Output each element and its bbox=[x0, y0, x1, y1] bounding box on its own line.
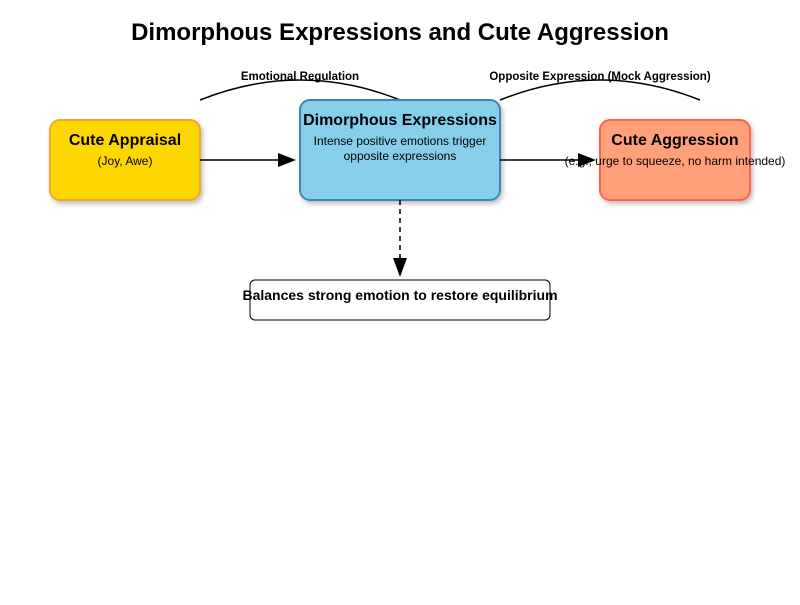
edge-label-emotional-regulation: Emotional Regulation bbox=[241, 71, 359, 83]
arrowhead-dimorphous-to-aggression bbox=[578, 153, 596, 167]
page-title: Dimorphous Expressions and Cute Aggressi… bbox=[131, 19, 669, 46]
node-cute-aggression-subtitle: (e.g., urge to squeeze, no harm intended… bbox=[565, 154, 786, 168]
node-cute-aggression-title: Cute Aggression bbox=[611, 132, 738, 149]
curve-opposite-expression bbox=[499, 79, 701, 101]
node-dimorphous-expressions-line1: Intense positive emotions trigger bbox=[314, 134, 487, 148]
node-cute-appraisal[interactable]: Cute Appraisal (Joy, Awe) bbox=[49, 119, 201, 201]
node-balance-box bbox=[249, 279, 551, 321]
node-balance[interactable]: Balances strong emotion to restore equil… bbox=[242, 279, 558, 321]
arrowhead-appraisal-to-dimorphous bbox=[278, 153, 296, 167]
node-cute-appraisal-title: Cute Appraisal bbox=[69, 132, 181, 149]
arrowhead-dimorphous-to-balance bbox=[393, 258, 407, 277]
node-cute-appraisal-subtitle: (Joy, Awe) bbox=[98, 154, 153, 168]
node-cute-aggression[interactable]: Cute Aggression bbox=[599, 119, 751, 201]
node-dimorphous-expressions-line2: opposite expressions bbox=[344, 149, 457, 163]
edge-label-opposite-expression: Opposite Expression (Mock Aggression) bbox=[489, 71, 710, 83]
node-dimorphous-expressions[interactable]: Dimorphous Expressions Intense positive … bbox=[299, 99, 501, 201]
curve-emotional-regulation bbox=[199, 79, 401, 101]
node-dimorphous-expressions-title: Dimorphous Expressions bbox=[303, 112, 497, 129]
node-balance-text: Balances strong emotion to restore equil… bbox=[242, 287, 557, 303]
node-cute-aggression-box bbox=[599, 119, 751, 201]
